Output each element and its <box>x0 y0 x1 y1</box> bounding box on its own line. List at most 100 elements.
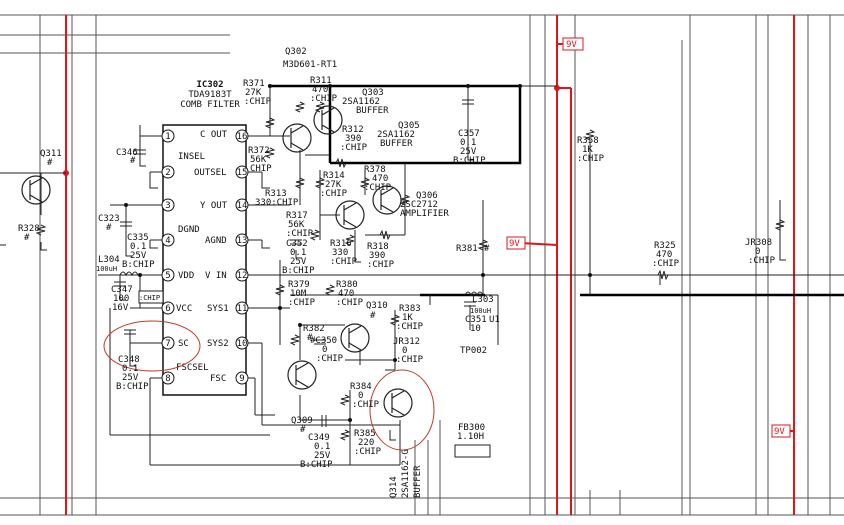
svg-text:15: 15 <box>237 168 248 178</box>
r318-val: 390 <box>369 251 385 261</box>
tp002-label: TP002 <box>460 346 487 356</box>
ic-ref: IC302 <box>196 80 223 90</box>
r384-val: 0 <box>358 391 363 401</box>
r372-val: 56K <box>250 155 267 165</box>
r380-ref: R380 <box>336 280 358 290</box>
r358-ref: R358 <box>577 136 599 146</box>
r379-val: 10M <box>290 289 307 299</box>
chip-box-label: :CHIP <box>139 294 160 302</box>
pin-label-sys2: SYS2 <box>207 339 229 349</box>
ic-func: COMB FILTER <box>180 100 240 110</box>
r328-ref: R328 <box>18 224 40 234</box>
r384-ref: R384 <box>350 382 372 392</box>
r316-ref: R316 <box>330 239 352 249</box>
svg-text:8: 8 <box>165 374 170 384</box>
9v-tags: 9V 9V 9V <box>506 37 791 438</box>
r311-val: 470 <box>312 85 328 95</box>
pin-label-vdd: VDD <box>178 271 194 281</box>
l304-ref: L304 <box>98 255 120 265</box>
pin-15: 15 OUTSEL <box>194 165 249 179</box>
c323-val: # <box>106 223 112 233</box>
jr312-ref: JR312 <box>393 337 420 347</box>
r378-ref: R378 <box>364 165 386 175</box>
c348-v2: 25V <box>122 373 139 383</box>
r317-val: 56K <box>288 220 305 230</box>
r358-val: 1K <box>582 145 593 155</box>
svg-text:2: 2 <box>165 168 170 178</box>
svg-text:6: 6 <box>165 304 170 314</box>
junction-dots <box>124 84 592 422</box>
c335-v1: 0.1 <box>130 242 146 252</box>
q303-ref: Q303 <box>362 88 384 98</box>
jr312-type: :CHIP <box>396 355 424 365</box>
r378-type: :CHIP <box>364 183 392 193</box>
c352-v2: 25V <box>290 257 307 267</box>
r325-val: 470 <box>656 250 672 260</box>
q314-func: BUFFER <box>413 465 423 498</box>
c351-v1: 10 <box>470 324 481 334</box>
c349-v2: 25V <box>314 451 331 461</box>
c351-extra: U1 <box>489 315 500 325</box>
c357-v2: 25V <box>460 147 477 157</box>
r371-val: 27K <box>245 88 262 98</box>
r317-type: :CHIP <box>286 229 314 239</box>
r313-val: 330:CHIP <box>255 198 299 208</box>
pin-12: 12V IN <box>205 268 249 282</box>
c350-ref: #C350 <box>310 336 337 346</box>
grid-lines <box>0 14 844 516</box>
component-labels: Q302 M3D601-RT1 Q303 2SA1162 BUFFER Q305… <box>18 47 776 498</box>
r312-val: 390 <box>345 134 361 144</box>
r380-type: :CHIP <box>336 298 364 308</box>
r383-ref: R383 <box>399 304 421 314</box>
pin-label-yout: Y OUT <box>200 201 228 211</box>
svg-text:11: 11 <box>237 304 248 314</box>
svg-text:4: 4 <box>165 236 170 246</box>
r385-ref: R385 <box>354 429 376 439</box>
q314-ref: Q314 <box>389 476 399 498</box>
r385-val: 220 <box>358 438 374 448</box>
r312-type: :CHIP <box>340 143 368 153</box>
r314-ref: R314 <box>323 171 345 181</box>
r325-type: :CHIP <box>652 259 680 269</box>
svg-text:7: 7 <box>165 339 170 349</box>
r383-val: 1K <box>402 313 413 323</box>
pin-label-fscsel: FSCSEL <box>176 363 209 373</box>
l303-val: 100uH <box>470 307 491 315</box>
r316-val: 330 <box>332 248 348 258</box>
r378-val: 470 <box>372 174 388 184</box>
jr308-type: :CHIP <box>748 256 776 266</box>
pin-label-agnd: AGND <box>205 236 227 246</box>
r325-ref: R325 <box>654 241 676 251</box>
r383-type: :CHIP <box>396 322 424 332</box>
c350-type: :CHIP <box>316 354 344 364</box>
c348-v1: 0.1 <box>122 364 138 374</box>
r382-val: # <box>307 333 313 343</box>
bus-lines <box>268 84 844 297</box>
jr308-val: 0 <box>755 247 760 257</box>
9v-tag-mid: 9V <box>509 239 520 249</box>
r358-type: :CHIP <box>577 154 605 164</box>
pin-label-dgnd: DGND <box>178 225 200 235</box>
c347-ref: C347 <box>111 285 133 295</box>
c357-type: B:CHIP <box>453 156 486 166</box>
q302-part: M3D601-RT1 <box>283 60 337 70</box>
r381-ref: R381 <box>456 244 478 254</box>
q305-func: BUFFER <box>380 139 413 149</box>
r372-type: CHIP <box>250 164 272 174</box>
pin-label-insel: INSEL <box>178 152 205 162</box>
c335-v2: 25V <box>130 251 147 261</box>
c346-val: # <box>130 156 136 166</box>
jr312-val: 0 <box>402 346 407 356</box>
pin-label-outsel: OUTSEL <box>194 168 227 178</box>
r385-type: :CHIP <box>354 447 382 457</box>
c350-v1: 0 <box>322 345 327 355</box>
c352-ref: C352 <box>286 239 308 249</box>
c347-v1: 100 <box>113 294 129 304</box>
r379-type: :CHIP <box>288 298 316 308</box>
r314-val: 27K <box>325 180 342 190</box>
q306-func: AMPLIFIER <box>400 209 449 219</box>
